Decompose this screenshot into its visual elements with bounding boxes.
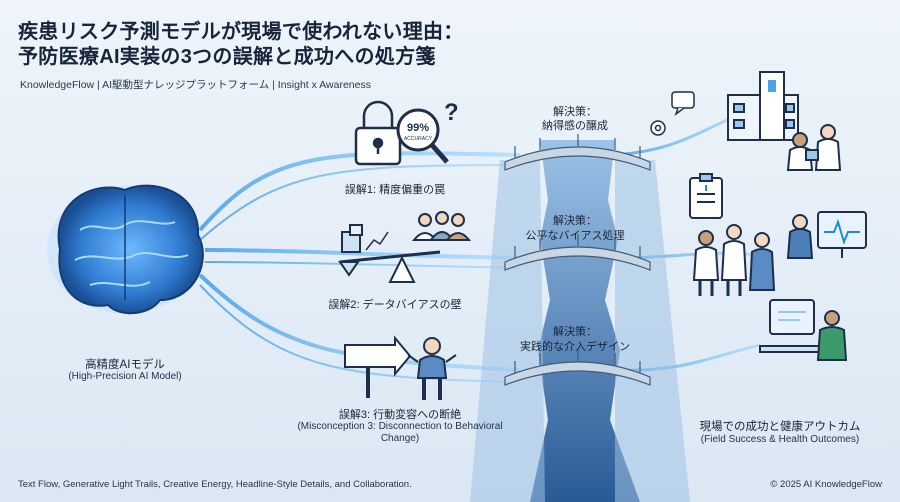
misconception-1-label: 誤解1: 精度偏重の罠: [344, 184, 446, 196]
page-title: 疾患リスク予測モデルが現場で使われない理由： 予防医療AI実装の3つの誤解と成功…: [18, 20, 464, 70]
solution-1-heading: 解決策：: [553, 106, 597, 118]
clipboard-icon: [689, 173, 723, 219]
outcome-label-en: (Field Success & Health Outcomes): [700, 434, 860, 445]
balance-scale-icon: [338, 224, 441, 283]
misconception-3-label-en: (Misconception 3: Disconnection to Behav…: [297, 421, 503, 444]
clinicians-icon: [786, 124, 842, 171]
solution-1-label: 納得感の醸成: [542, 120, 608, 132]
padlock-icon: [354, 100, 402, 166]
chat-bubble-icon: [671, 91, 695, 117]
page-subtitle: KnowledgeFlow | AI駆動型ナレッジプラットフォーム | Insi…: [20, 79, 371, 91]
title-line-1: 疾患リスク予測モデルが現場で使われない理由：: [18, 21, 464, 43]
outcome-label: 現場での成功と健康アウトカム: [699, 421, 861, 433]
medical-team-icon: [692, 224, 776, 296]
hospital-icon: [727, 71, 799, 141]
gear-icon: [650, 120, 666, 136]
accuracy-caption: ACCURACY: [404, 136, 433, 142]
title-line-2: 予防医療AI実装の3つの誤解と成功への処方箋: [18, 46, 436, 68]
brain-icon: [47, 184, 204, 315]
solution-2-label: 公平なバイアス処理: [525, 230, 625, 242]
patient-icon: [816, 310, 848, 361]
solution-3-heading: 解決策：: [553, 326, 597, 338]
bridge-2: [504, 234, 651, 271]
footer-caption: Text Flow, Generative Light Trails, Crea…: [18, 479, 412, 490]
footer-copyright: © 2025 AI KnowledgeFlow: [770, 479, 882, 490]
bridge-1: [504, 134, 651, 171]
people-group-icon: [411, 211, 472, 241]
magnifier-icon: [396, 108, 449, 164]
ai-model-label-en: (High-Precision AI Model): [68, 371, 182, 382]
question-mark: ?: [444, 99, 459, 126]
chasm: [470, 140, 690, 502]
confused-person-icon: [407, 337, 457, 400]
solution-2-heading: 解決策：: [553, 215, 597, 227]
solution-3-label: 実践的な介入デザイン: [520, 341, 630, 353]
signpost-icon: [344, 335, 412, 398]
misconception-2-label: 誤解2: データバイアスの壁: [328, 299, 462, 311]
telehealth-monitor-icon: [759, 299, 831, 353]
bridge-3: [504, 349, 651, 386]
analyst-icon: [786, 214, 814, 259]
misconception-3-label: 誤解3: 行動変容への断絶: [338, 409, 462, 421]
monitor-icon: [817, 211, 867, 258]
light-trails: [198, 103, 761, 383]
accuracy-value: 99%: [407, 122, 429, 134]
ai-model-label: 高精度AIモデル: [85, 359, 165, 371]
